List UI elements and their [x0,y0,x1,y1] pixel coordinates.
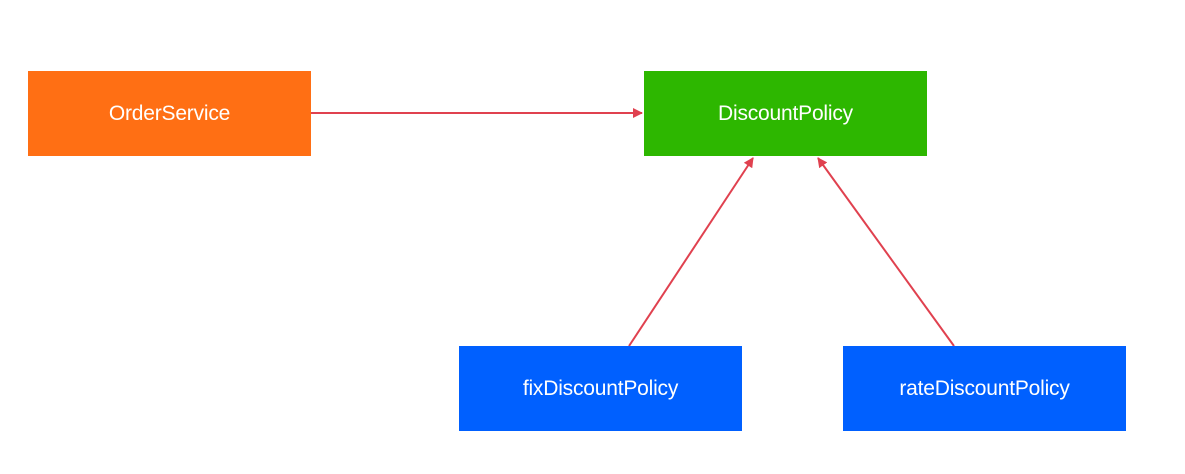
rate-discount-policy-label: rateDiscountPolicy [899,376,1070,400]
fix-discount-policy-label: fixDiscountPolicy [522,376,679,400]
edge-fixdiscountpolicy-to-discountpolicy [628,157,754,347]
fix-discount-policy-node: fixDiscountPolicy [459,346,742,431]
order-service-node: OrderService [28,71,311,156]
edge-ratediscountpolicy-to-discountpolicy [817,157,955,347]
order-service-label: OrderService [108,101,231,125]
discount-policy-label: DiscountPolicy [718,101,853,125]
discount-policy-node: DiscountPolicy [644,71,927,156]
rate-discount-policy-node: rateDiscountPolicy [843,346,1126,431]
